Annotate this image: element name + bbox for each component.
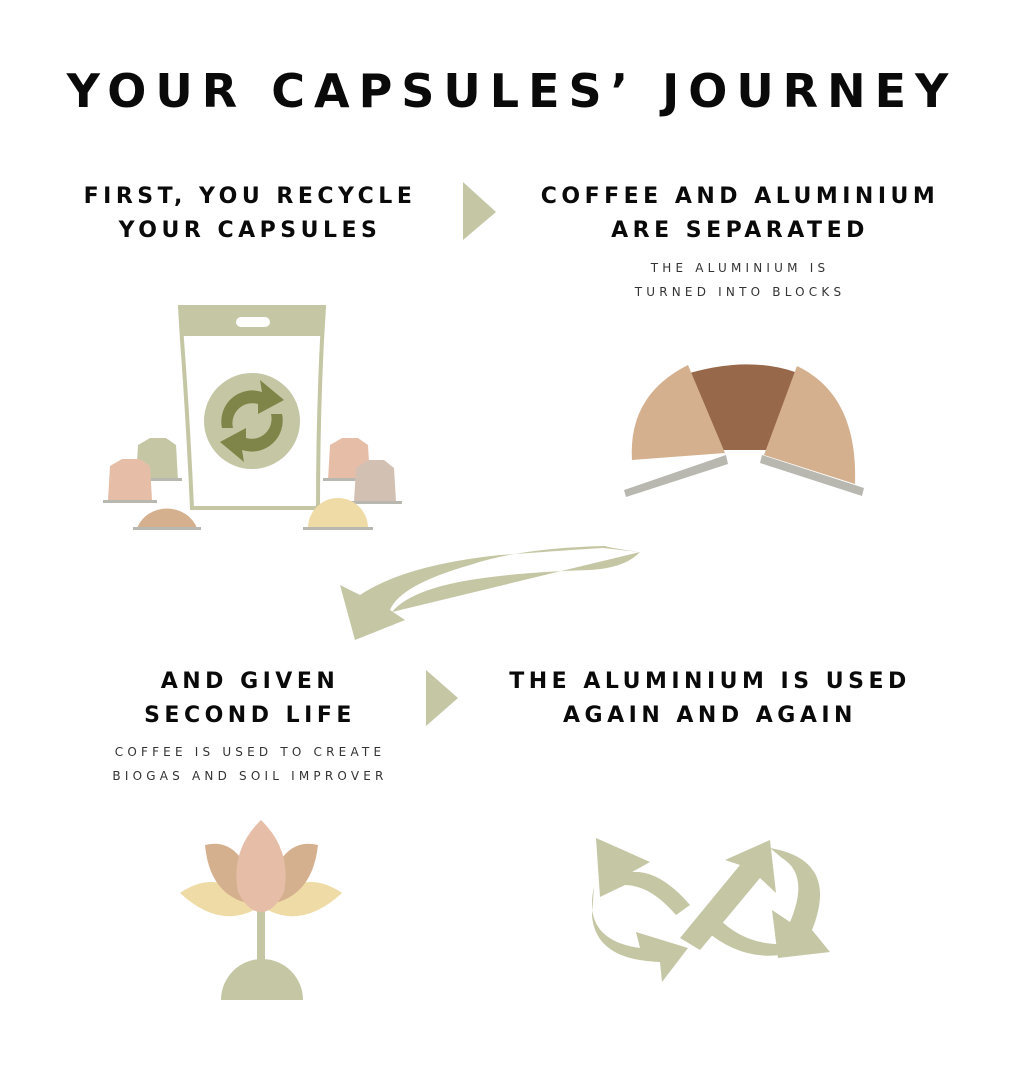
step-4-heading: THE ALUMINIUM IS USED AGAIN AND AGAIN [470, 665, 950, 733]
step-3-subtext-line-2: BIOGAS AND SOIL IMPROVER [112, 769, 388, 783]
sprout-icon [180, 820, 342, 1000]
step-2-subtext-line-2: TURNED INTO BLOCKS [634, 285, 846, 299]
separated-capsule-icon [624, 364, 864, 497]
step-2-heading-line-1: COFFEE AND ALUMINIUM [540, 184, 940, 209]
step-2-heading: COFFEE AND ALUMINIUM ARE SEPARATED [500, 180, 980, 248]
step-3-heading: AND GIVEN SECOND LIFE [40, 665, 460, 733]
infinity-arrows-icon [591, 838, 830, 982]
step-3-subtext: COFFEE IS USED TO CREATE BIOGAS AND SOIL… [40, 740, 460, 788]
step-1-heading-line-2: YOUR CAPSULES [118, 218, 382, 243]
step-2-subtext: THE ALUMINIUM IS TURNED INTO BLOCKS [540, 256, 940, 304]
step-3-heading-line-2: SECOND LIFE [144, 703, 356, 728]
page-title: YOUR CAPSULES’ JOURNEY [66, 64, 958, 118]
step-3-heading-line-1: AND GIVEN [160, 669, 340, 694]
step-1-heading: FIRST, YOU RECYCLE YOUR CAPSULES [40, 180, 460, 248]
curved-arrow-icon [340, 546, 640, 640]
step-1-heading-line-1: FIRST, YOU RECYCLE [83, 184, 417, 209]
step-2-heading-line-2: ARE SEPARATED [611, 218, 869, 243]
next-arrow-icon [426, 670, 458, 726]
next-arrow-icon [463, 182, 496, 240]
step-3-subtext-line-1: COFFEE IS USED TO CREATE [114, 745, 386, 759]
step-2-subtext-line-1: THE ALUMINIUM IS [650, 261, 830, 275]
step-4-heading-line-2: AGAIN AND AGAIN [563, 703, 857, 728]
recycling-bag-icon [177, 305, 327, 510]
step-4-heading-line-1: THE ALUMINIUM IS USED [509, 669, 911, 694]
capsules-icon [103, 438, 402, 530]
